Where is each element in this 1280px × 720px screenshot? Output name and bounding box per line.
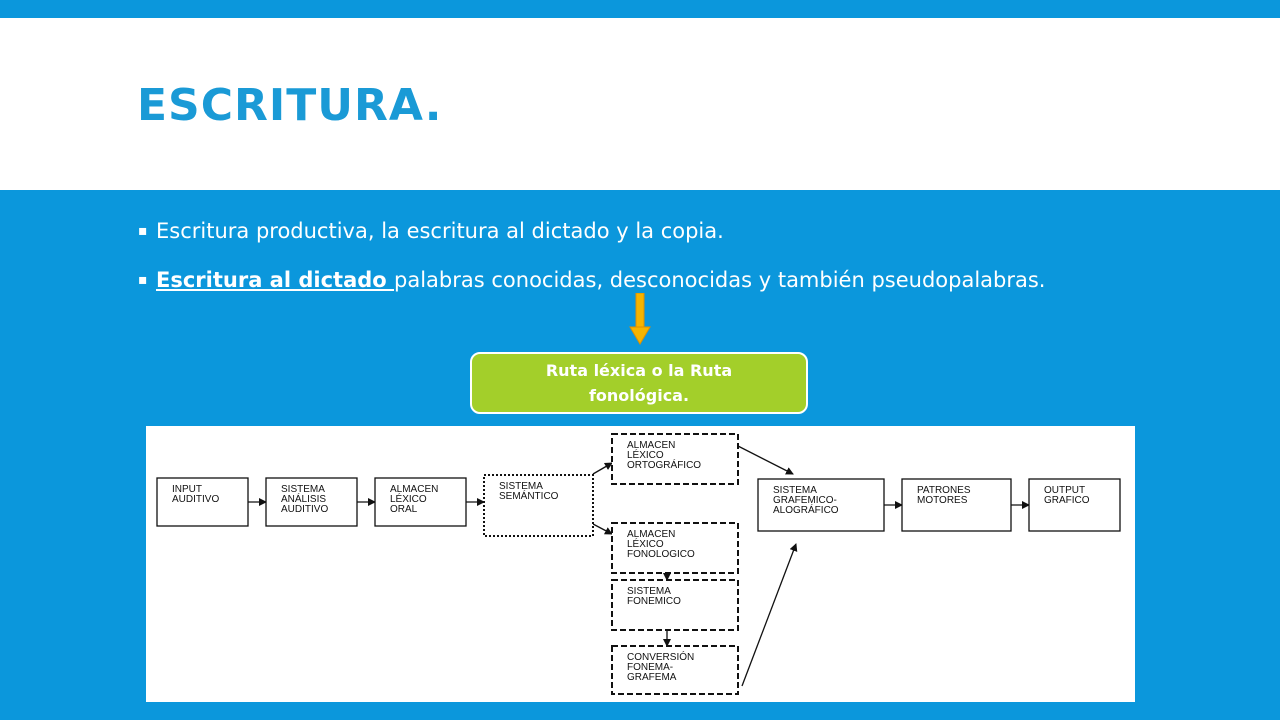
route-box: Ruta léxica o la Ruta fonológica.	[470, 352, 808, 414]
diagram-node-box	[374, 477, 467, 527]
diagram-node-label: MOTORES	[917, 495, 968, 506]
diagram-arrow	[741, 543, 798, 687]
diagram-edges	[248, 445, 1030, 687]
diagram-node-label: GRAFEMICO-	[773, 495, 837, 506]
diagram-node-label: INPUT	[172, 484, 202, 495]
diagram-node-label: SISTEMA	[773, 485, 817, 496]
diagram-node-label: AUDITIVO	[281, 504, 328, 515]
diagram-node-label: ALMACEN	[627, 440, 675, 451]
title-area	[0, 18, 1280, 190]
diagram-node-label: FONEMA-	[627, 662, 673, 673]
diagram-node-label: OUTPUT	[1044, 485, 1085, 496]
diagram-node-label: ALMACEN	[627, 529, 675, 540]
bullet-text: palabras conocidas, desconocidas y tambi…	[394, 268, 1046, 292]
diagram-node-label: FONOLOGICO	[627, 549, 695, 560]
diagram-node-box	[611, 645, 739, 695]
diagram-node-label: LÉXICO	[627, 448, 664, 461]
diagram-node-label: SISTEMA	[499, 481, 543, 492]
diagram-node-label: LÉXICO	[627, 537, 664, 550]
bullet-emphasis: Escritura al dictado	[156, 268, 395, 292]
diagram-node-label: ORAL	[390, 504, 418, 515]
diagram-node-label: SEMÁNTICO	[499, 489, 559, 502]
diagram-nodes: INPUTAUDITIVOSISTEMAANÁLISISAUDITIVOALMA…	[156, 433, 1121, 695]
diagram-node-label: ORTOGRÁFICO	[627, 458, 701, 471]
diagram-node-box	[611, 433, 739, 485]
bullet-item-productiva: ▪ Escritura productiva, la escritura al …	[138, 214, 1046, 248]
diagram-arrow	[737, 445, 794, 475]
bullet-list: ▪ Escritura productiva, la escritura al …	[138, 214, 1046, 312]
diagram-node-box	[265, 477, 358, 527]
diagram-arrow	[592, 523, 613, 535]
diagram-arrow	[592, 462, 613, 475]
diagram-node-label: SISTEMA	[281, 484, 325, 495]
bullet-dot-icon: ▪	[138, 272, 148, 288]
diagram-node-label: ALMACEN	[390, 484, 438, 495]
diagram-node-label: SISTEMA	[627, 586, 671, 597]
diagram-canvas: INPUTAUDITIVOSISTEMAANÁLISISAUDITIVOALMA…	[156, 433, 1121, 695]
route-box-text: Ruta léxica o la Ruta fonológica.	[545, 361, 733, 405]
diagram-node-label: GRAFICO	[1044, 495, 1090, 506]
diagram-node-label: AUDITIVO	[172, 494, 219, 505]
diagram-node-box	[1028, 478, 1121, 532]
bullet-dot-icon: ▪	[138, 223, 148, 239]
down-arrow-icon	[629, 293, 651, 345]
bullet-text: Escritura productiva, la escritura al di…	[156, 219, 724, 243]
diagram-node-label: ALOGRÁFICO	[773, 503, 839, 516]
diagram-node-label: GRAFEMA	[627, 672, 677, 683]
diagram-node-box	[757, 478, 885, 532]
diagram-node-box	[611, 522, 739, 574]
diagram-node-label: ANÁLISIS	[281, 492, 326, 505]
diagram-node-label: LÉXICO	[390, 492, 427, 505]
diagram-node-label: FONEMICO	[627, 596, 681, 607]
diagram-node-box	[611, 579, 739, 631]
slide-title: ESCRITURA.	[137, 80, 443, 131]
diagram-node-box	[901, 478, 1012, 532]
diagram-node-box	[483, 474, 594, 537]
top-band	[0, 0, 1280, 18]
bullet-item-dictado: ▪ Escritura al dictado palabras conocida…	[138, 263, 1046, 297]
diagram-node-box	[156, 477, 249, 527]
diagram-node-label: PATRONES	[917, 485, 971, 496]
diagram-node-label: CONVERSIÓN	[627, 650, 694, 663]
